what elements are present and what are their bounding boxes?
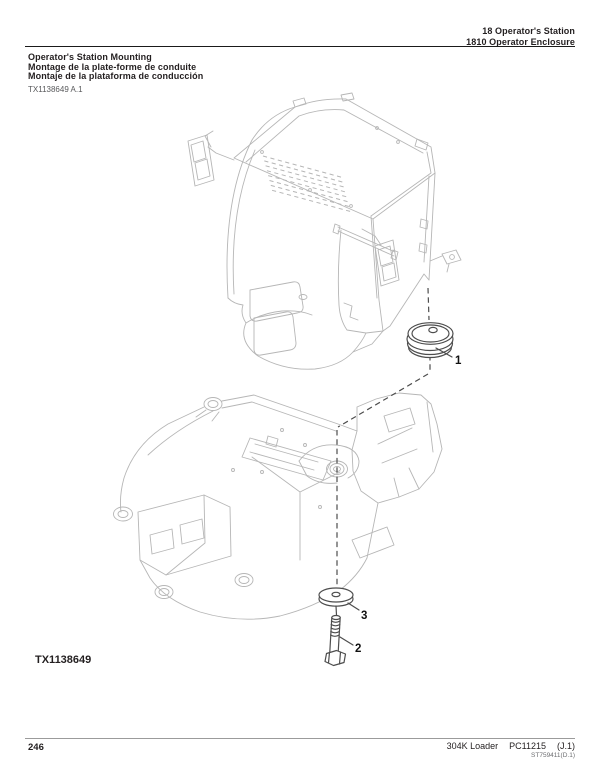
footer-publication: 304K Loader PC11215 (J.1) ST759411(D.1) (436, 741, 575, 759)
left-mirror (187, 130, 235, 187)
footer-model: 304K Loader (446, 741, 499, 751)
vent-grid (262, 155, 351, 212)
footer-footnote: ST759411(D.1) (531, 752, 575, 759)
callout-3-leader (347, 602, 360, 611)
figure-id: TX1138649 (35, 654, 92, 666)
bolt-part (324, 605, 347, 667)
callout-1-leader (435, 347, 453, 358)
door-frame (332, 172, 436, 353)
footer-catalog-number: PC11215 (509, 741, 546, 751)
title-english: Operator's Station Mounting (28, 52, 152, 62)
footer-rule (25, 738, 575, 739)
callout-3-label: 3 (361, 610, 367, 622)
header-rule (25, 46, 575, 47)
page-number: 246 (28, 742, 44, 753)
title-french: Montage de la plate-forme de conduite (28, 61, 197, 72)
figure-reference: TX1138649 A.1 (28, 85, 83, 94)
callout-2-leader (339, 636, 354, 646)
cab-mount-bracket (429, 249, 462, 273)
frame-drawing (113, 392, 443, 620)
frame-left-blocks (137, 494, 232, 576)
cab-drawing (187, 92, 462, 370)
callout-2-label: 2 (355, 643, 361, 655)
footer-version: (J.1) (557, 741, 575, 751)
header-section-line1: 18 Operator's Station (482, 26, 575, 36)
fender (227, 281, 384, 370)
header-section-line2: 1810 Operator Enclosure (466, 36, 575, 47)
title-spanish: Montaje de la plataforma de conducción (28, 71, 204, 82)
frame-right-tower (351, 392, 443, 504)
isolator-mount-part (406, 322, 454, 359)
header-section: 18 Operator's Station 1810 Operator Encl… (466, 26, 575, 47)
right-mirror (361, 228, 400, 287)
washer-part (318, 587, 354, 607)
callout-1-label: 1 (455, 355, 462, 367)
title-block: Operator's Station Mounting Montage de l… (28, 52, 204, 82)
